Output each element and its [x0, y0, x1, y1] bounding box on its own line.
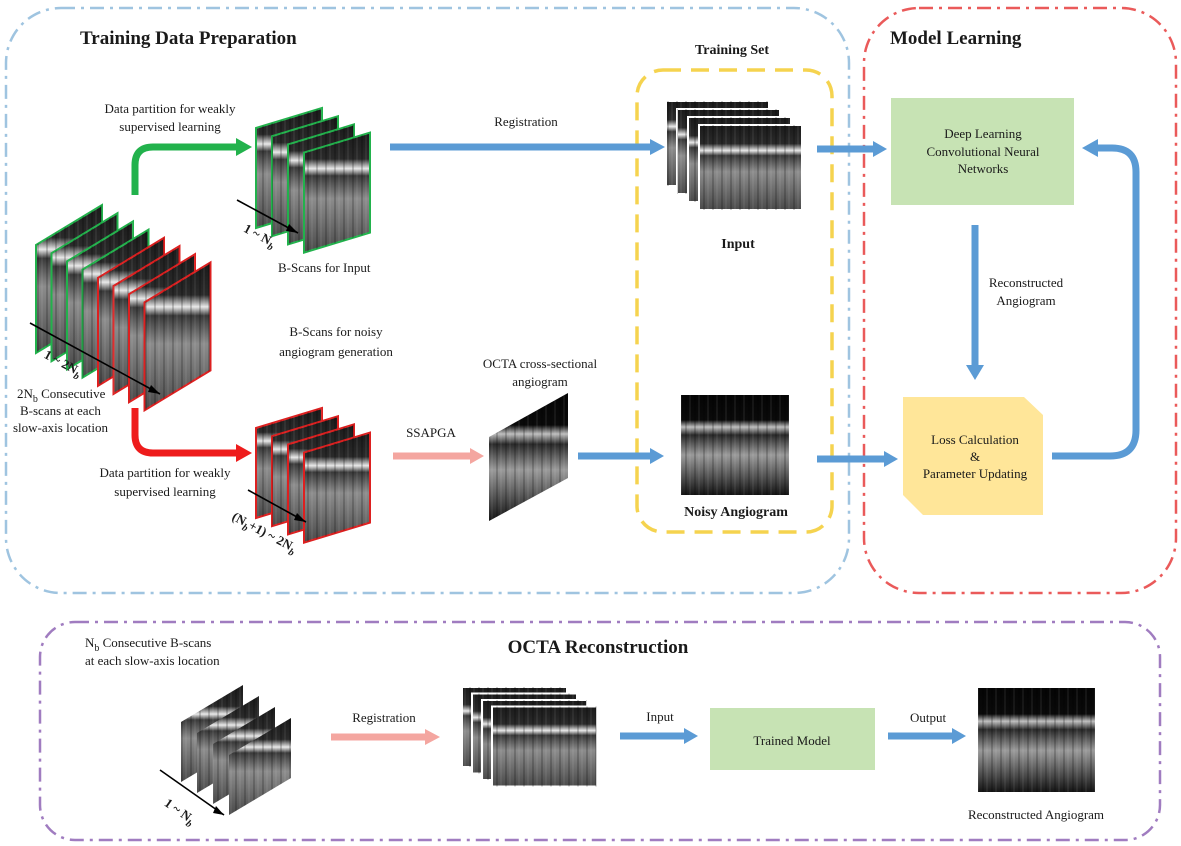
input-label: Input	[721, 237, 755, 252]
bscans-noisy-line1: B-Scans for noisy	[289, 324, 383, 339]
partition-bottom-line2: supervised learning	[114, 484, 216, 499]
dl-line-1: Deep Learning	[944, 126, 1022, 141]
reconstructed-angiogram-label: Reconstructed Angiogram	[968, 807, 1104, 822]
nb-consecutive-line1: Nb Consecutive B-scans	[85, 635, 211, 654]
noisy-bscan-stack	[255, 406, 371, 544]
bscan-texture	[492, 706, 597, 787]
loss-line-1: Loss Calculation	[931, 432, 1019, 447]
dl-line-2: Convolutional Neural	[926, 144, 1039, 159]
registration-top-label: Registration	[494, 114, 558, 129]
consecutive-line1: 2Nb Consecutive	[17, 386, 106, 405]
input-bscan-stack	[255, 106, 371, 254]
consecutive-line2: B-scans at each	[20, 403, 101, 418]
bscans-noisy-line2: angiogram generation	[279, 344, 393, 359]
noisy-angiogram-label: Noisy Angiogram	[684, 505, 788, 520]
octa-cross-angiogram	[489, 393, 568, 521]
training-prep-frame	[4, 6, 851, 595]
deep-learning-box	[891, 98, 1074, 205]
training-set-frame	[635, 68, 834, 534]
partition-top-line2: supervised learning	[119, 119, 221, 134]
training-set-title: Training Set	[695, 43, 769, 58]
recon-bscan-stack	[181, 685, 291, 815]
bscan-texture	[229, 718, 291, 815]
model-learning-title: Model Learning	[890, 28, 1022, 49]
model-learning-frame	[862, 6, 1178, 595]
output-arrow-label: Output	[910, 710, 947, 725]
consecutive-line3: slow-axis location	[13, 420, 108, 435]
reconstruction-frame	[38, 620, 1162, 842]
bscan-texture	[144, 262, 211, 411]
loss-line-2: &	[970, 449, 980, 464]
feedback-loop-arrow	[1052, 144, 1140, 460]
reconstructed-angiogram-image	[978, 688, 1095, 792]
range-recon: 1 ~ Nb	[160, 795, 199, 830]
trained-model-label: Trained Model	[753, 733, 831, 748]
training-prep-title: Training Data Preparation	[80, 28, 297, 49]
partition-top-line1: Data partition for weakly	[104, 101, 236, 116]
reconstructed-angio-line1: Reconstructed	[989, 275, 1064, 290]
registration-bottom-label: Registration	[352, 710, 416, 725]
bscan-texture	[699, 125, 802, 210]
red-partition-arrow	[131, 408, 236, 457]
dl-line-3: Networks	[958, 161, 1009, 176]
registered-recon-stack	[461, 686, 598, 788]
octa-cross-line2: angiogram	[512, 374, 568, 389]
partition-bottom-line1: Data partition for weakly	[99, 465, 231, 480]
training-input-stack	[665, 100, 803, 211]
bscan-texture	[304, 432, 370, 543]
bscans-input-label: B-Scans for Input	[278, 260, 371, 275]
bscan-texture	[304, 132, 370, 253]
noisy-angiogram-image	[681, 395, 789, 495]
source-bscan-stack	[35, 203, 212, 413]
ssapga-label: SSAPGA	[406, 425, 456, 440]
octa-cross-line1: OCTA cross-sectional	[483, 356, 598, 371]
green-partition-arrow	[131, 143, 236, 195]
trained-model-box	[710, 708, 875, 770]
nb-consecutive-line2: at each slow-axis location	[85, 653, 220, 668]
input-arrow-label: Input	[646, 709, 674, 724]
reconstructed-angio-line2: Angiogram	[996, 293, 1055, 308]
loss-line-3: Parameter Updating	[923, 466, 1028, 481]
loss-calculation-box	[903, 397, 1043, 515]
reconstruction-title: OCTA Reconstruction	[508, 637, 689, 658]
